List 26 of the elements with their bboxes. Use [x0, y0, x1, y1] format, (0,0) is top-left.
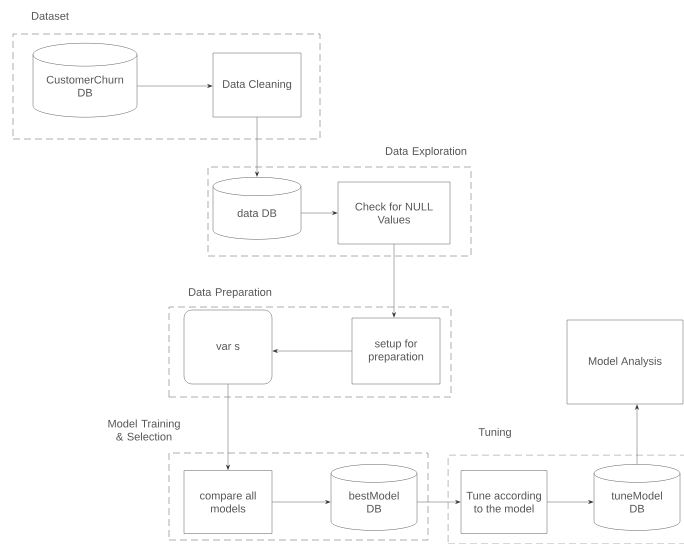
arrow: [417, 500, 460, 504]
database-cylinder: bestModel DB: [330, 464, 418, 531]
process-box: Model Analysis: [566, 320, 684, 404]
arrow: [272, 500, 330, 504]
process-box: Tune according to the model: [460, 470, 548, 534]
node-label: Data Preparation: [189, 288, 272, 298]
database-cylinder: CustomerChurn DB: [32, 42, 138, 118]
arrow: [635, 404, 639, 464]
process-box: Data Cleaning: [212, 52, 302, 118]
arrow: [272, 349, 352, 353]
arrow: [547, 500, 594, 504]
node-label: Tuning: [478, 428, 511, 438]
node-label: Model Training & Selection: [108, 419, 180, 441]
process-box: Check for NULL Values: [338, 182, 450, 244]
arrow: [137, 84, 212, 88]
process-box: setup for preparation: [352, 318, 440, 384]
arrow: [255, 117, 259, 177]
process-box: compare all models: [184, 470, 272, 534]
arrow: [226, 384, 230, 470]
arrow: [392, 244, 396, 318]
node-label: Dataset: [32, 12, 69, 20]
arrow: [301, 211, 338, 215]
node-label: Data Exploration: [386, 146, 466, 158]
database-cylinder: tuneModel DB: [594, 464, 680, 531]
rounded-box: var s: [184, 310, 272, 384]
database-cylinder: data DB: [212, 177, 302, 240]
